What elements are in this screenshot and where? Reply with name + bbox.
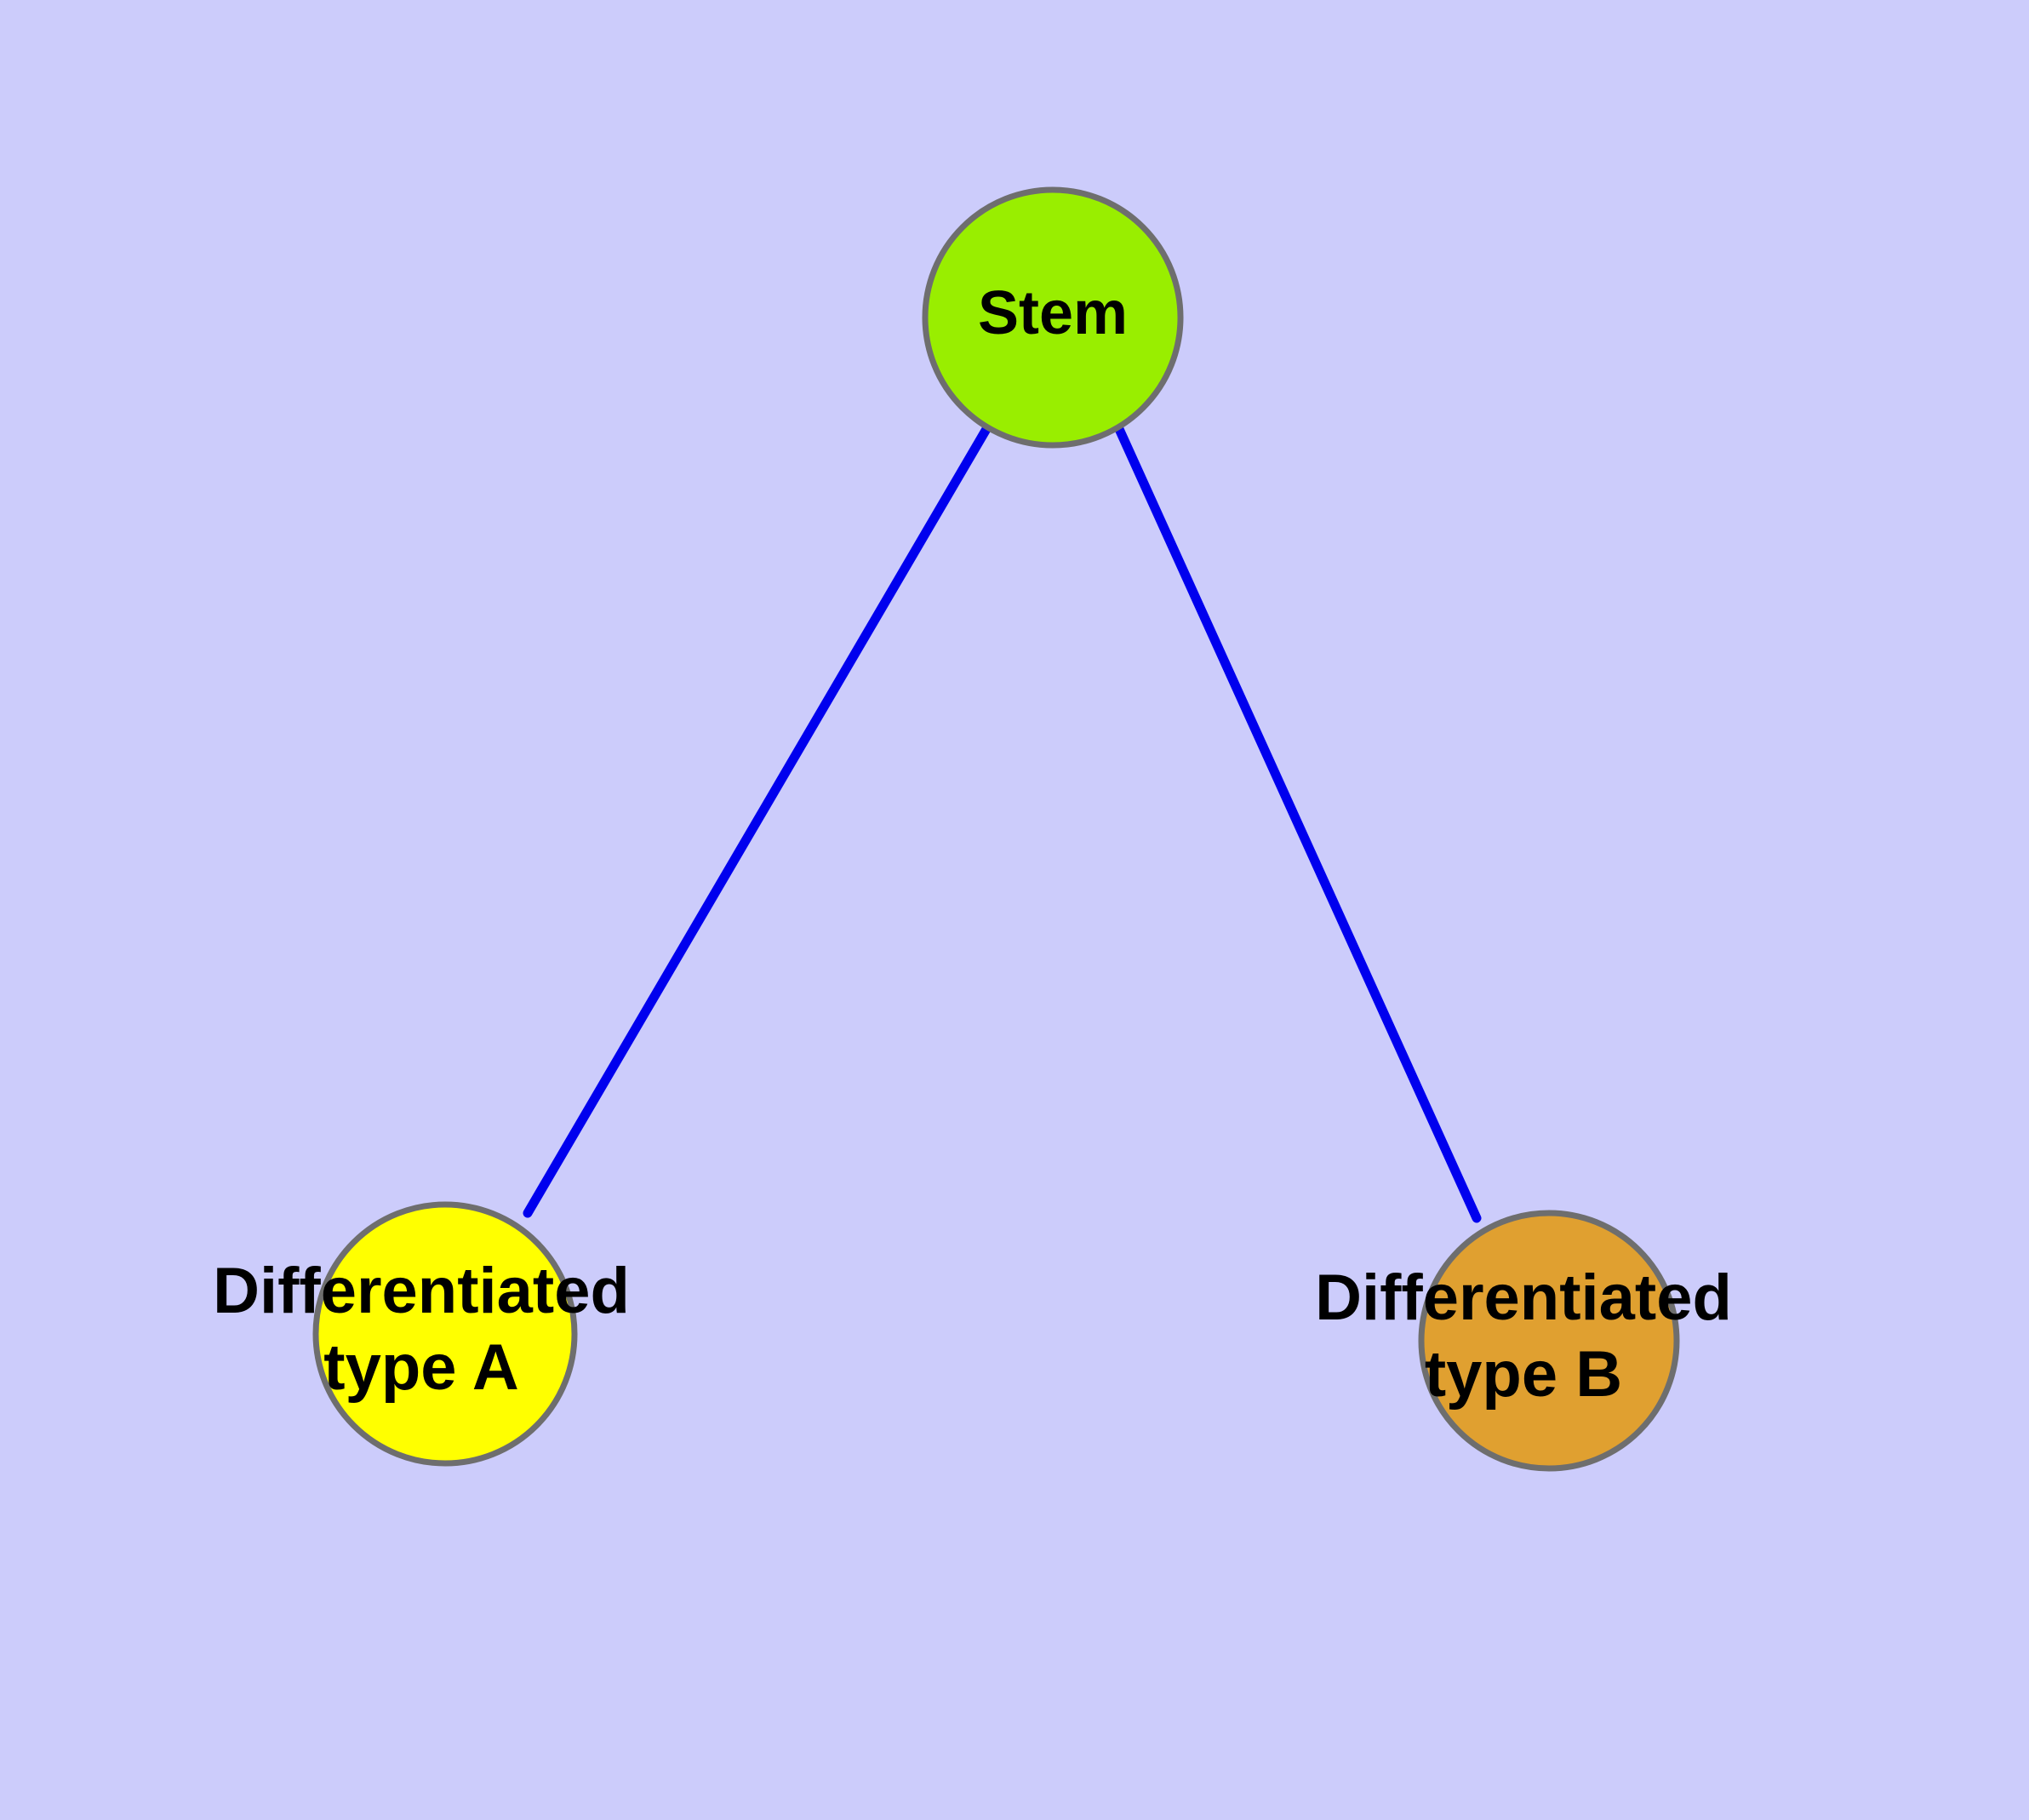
node-diff-b[interactable] (1418, 1210, 1680, 1472)
edge-stem-to-diff-a[interactable] (523, 424, 992, 1218)
node-diff-b-circle[interactable] (1418, 1210, 1680, 1472)
node-stem-label: Stem (978, 279, 1128, 347)
edge-layer (523, 424, 1482, 1223)
edge-stem-to-diff-b[interactable] (1114, 424, 1482, 1223)
node-diff-a-circle[interactable] (312, 1201, 578, 1467)
node-stem-circle[interactable] (922, 186, 1184, 449)
node-stem[interactable] (922, 186, 1184, 449)
node-diff-a[interactable] (312, 1201, 578, 1467)
node-layer (312, 186, 1680, 1472)
